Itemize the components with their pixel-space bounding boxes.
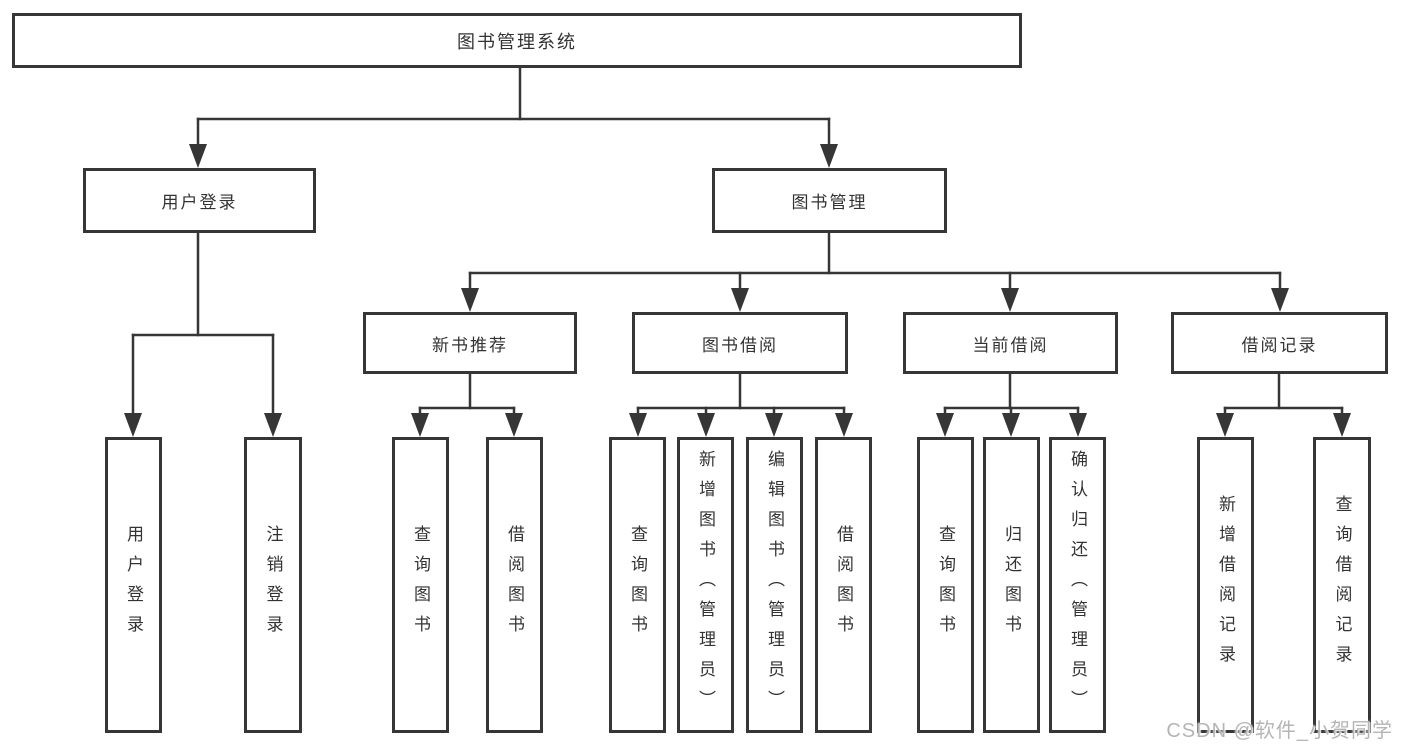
node-borrow-records: 借阅记录	[1171, 312, 1388, 374]
node-root: 图书管理系统	[12, 13, 1022, 68]
node-book-borrow: 图书借阅	[632, 312, 848, 374]
leaf-borrow-books-2: 借阅图书	[815, 437, 872, 733]
leaf-add-borrow-record-label: 新增借阅记录	[1216, 495, 1235, 675]
watermark: CSDN @软件_小贺同学	[1166, 720, 1393, 742]
leaf-query-books-1-label: 查询图书	[411, 525, 430, 645]
node-new-book-recommend: 新书推荐	[363, 312, 577, 374]
leaf-confirm-return-admin-label: 确认归还（管理员）	[1068, 450, 1087, 720]
node-current-borrow: 当前借阅	[903, 312, 1118, 374]
node-borrow-records-label: 借阅记录	[1241, 335, 1318, 355]
leaf-query-borrow-record: 查询借阅记录	[1313, 437, 1371, 733]
node-user-login-label: 用户登录	[161, 193, 238, 212]
node-new-book-recommend-label: 新书推荐	[432, 335, 508, 355]
leaf-edit-book-admin: 编辑图书（管理员）	[746, 437, 803, 733]
leaf-edit-book-admin-label: 编辑图书（管理员）	[765, 450, 784, 720]
node-current-borrow-label: 当前借阅	[972, 335, 1049, 355]
leaf-query-books-3-label: 查询图书	[936, 525, 955, 645]
leaf-borrow-books-2-label: 借阅图书	[834, 525, 853, 645]
leaf-add-book-admin-label: 新增图书（管理员）	[696, 450, 715, 720]
leaf-confirm-return-admin: 确认归还（管理员）	[1049, 437, 1106, 733]
leaf-return-books: 归还图书	[983, 437, 1040, 733]
node-book-borrow-label: 图书借阅	[702, 335, 778, 355]
leaf-query-books-1: 查询图书	[392, 437, 449, 733]
leaf-add-borrow-record: 新增借阅记录	[1197, 437, 1254, 733]
node-book-management-label: 图书管理	[791, 193, 868, 212]
leaf-logout: 注销登录	[244, 437, 302, 733]
leaf-query-books-3: 查询图书	[917, 437, 974, 733]
leaf-borrow-books-1-label: 借阅图书	[505, 525, 524, 645]
node-user-login: 用户登录	[83, 168, 316, 233]
leaf-query-books-2: 查询图书	[609, 437, 666, 733]
leaf-user-login-label: 用户登录	[124, 525, 143, 645]
node-root-label: 图书管理系统	[457, 31, 577, 52]
leaf-borrow-books-1: 借阅图书	[486, 437, 543, 733]
leaf-return-books-label: 归还图书	[1002, 525, 1021, 645]
leaf-user-login: 用户登录	[105, 437, 162, 733]
leaf-logout-label: 注销登录	[263, 525, 283, 645]
leaf-query-borrow-record-label: 查询借阅记录	[1332, 495, 1352, 675]
leaf-query-books-2-label: 查询图书	[628, 525, 647, 645]
node-book-management: 图书管理	[712, 168, 947, 233]
leaf-add-book-admin: 新增图书（管理员）	[677, 437, 734, 733]
